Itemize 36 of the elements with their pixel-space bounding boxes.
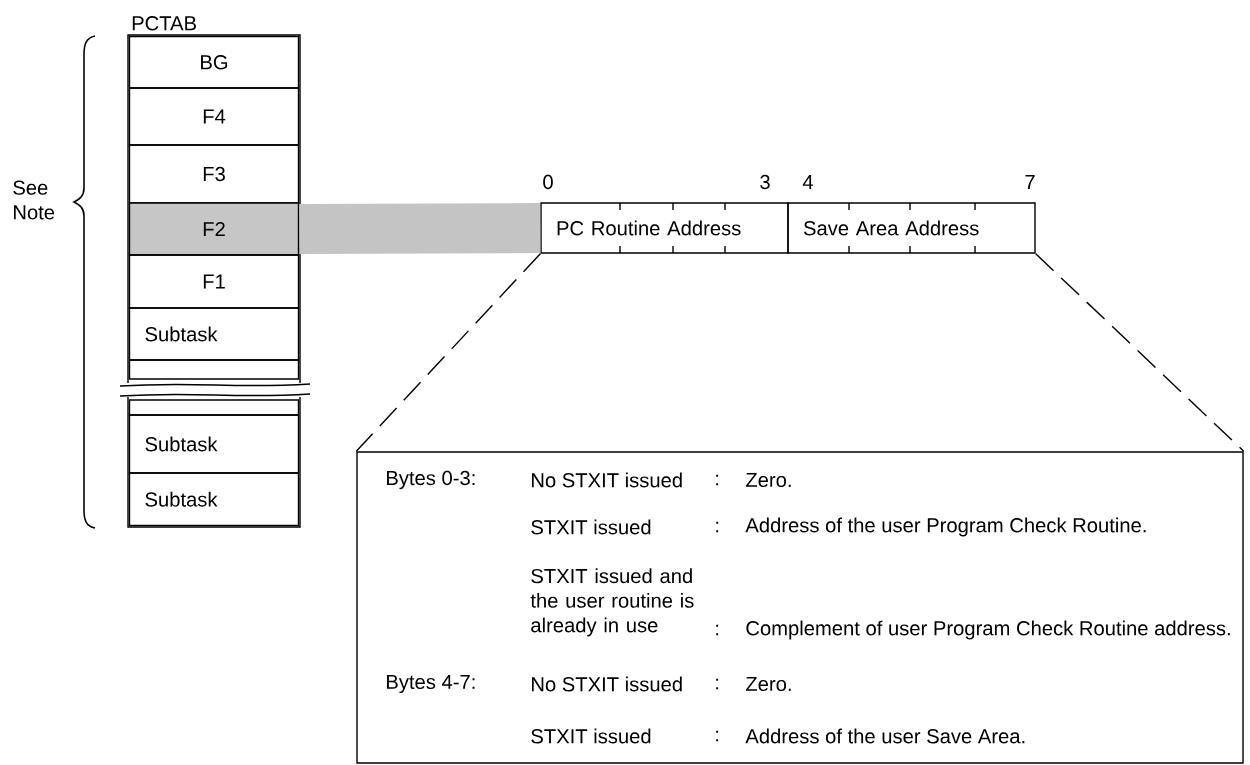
table-cell: BG [128,35,300,89]
table-cell: F1 [128,254,300,309]
table-cell: : [716,474,719,486]
bit-number: 3 [760,174,770,190]
table-cell: : [716,521,719,533]
table-cell: No STXIT issued [532,676,682,692]
note-label: See Note [13,180,55,220]
bit-number: 4 [802,175,814,189]
table-cell: Address of the user Program Check Routine. [745,517,1146,537]
table-cell: STXIT issued [531,519,651,535]
bit-number: 0 [543,174,553,190]
table-cell: STXIT issued and the user routine is already in use [530,568,694,637]
connecting-band [299,203,541,254]
table-cell: : [716,678,719,690]
table-cell: Subtask [128,414,300,474]
table-cell: F4 [128,87,300,146]
table-cell: Address of the user Save Area. [745,728,1025,744]
table-cell: : [716,624,719,636]
highlighted-cell: F2 [128,202,300,256]
bit-number: 7 [1025,175,1035,189]
table-cell: Zero. [746,676,791,692]
table-cell: Subtask [128,472,300,527]
table-cell: Bytes 0-3: [387,470,475,490]
field-box: Save Area Address [787,202,1036,254]
table-cell: No STXIT issued [532,472,682,488]
table-cell: Zero. [746,472,791,488]
table-cell [128,399,300,416]
table-cell: Bytes 4-7: [387,674,475,694]
table-cell: STXIT issued [531,728,651,744]
dashed-line [355,253,541,452]
field-box: PC Routine Address [540,202,789,254]
table-cell: Subtask [128,307,300,361]
dashed-line [1035,253,1245,452]
table-cell: Complement of user Program Check Routine address. [746,620,1230,640]
table-cell: : [716,730,719,742]
table-cell [128,359,300,380]
